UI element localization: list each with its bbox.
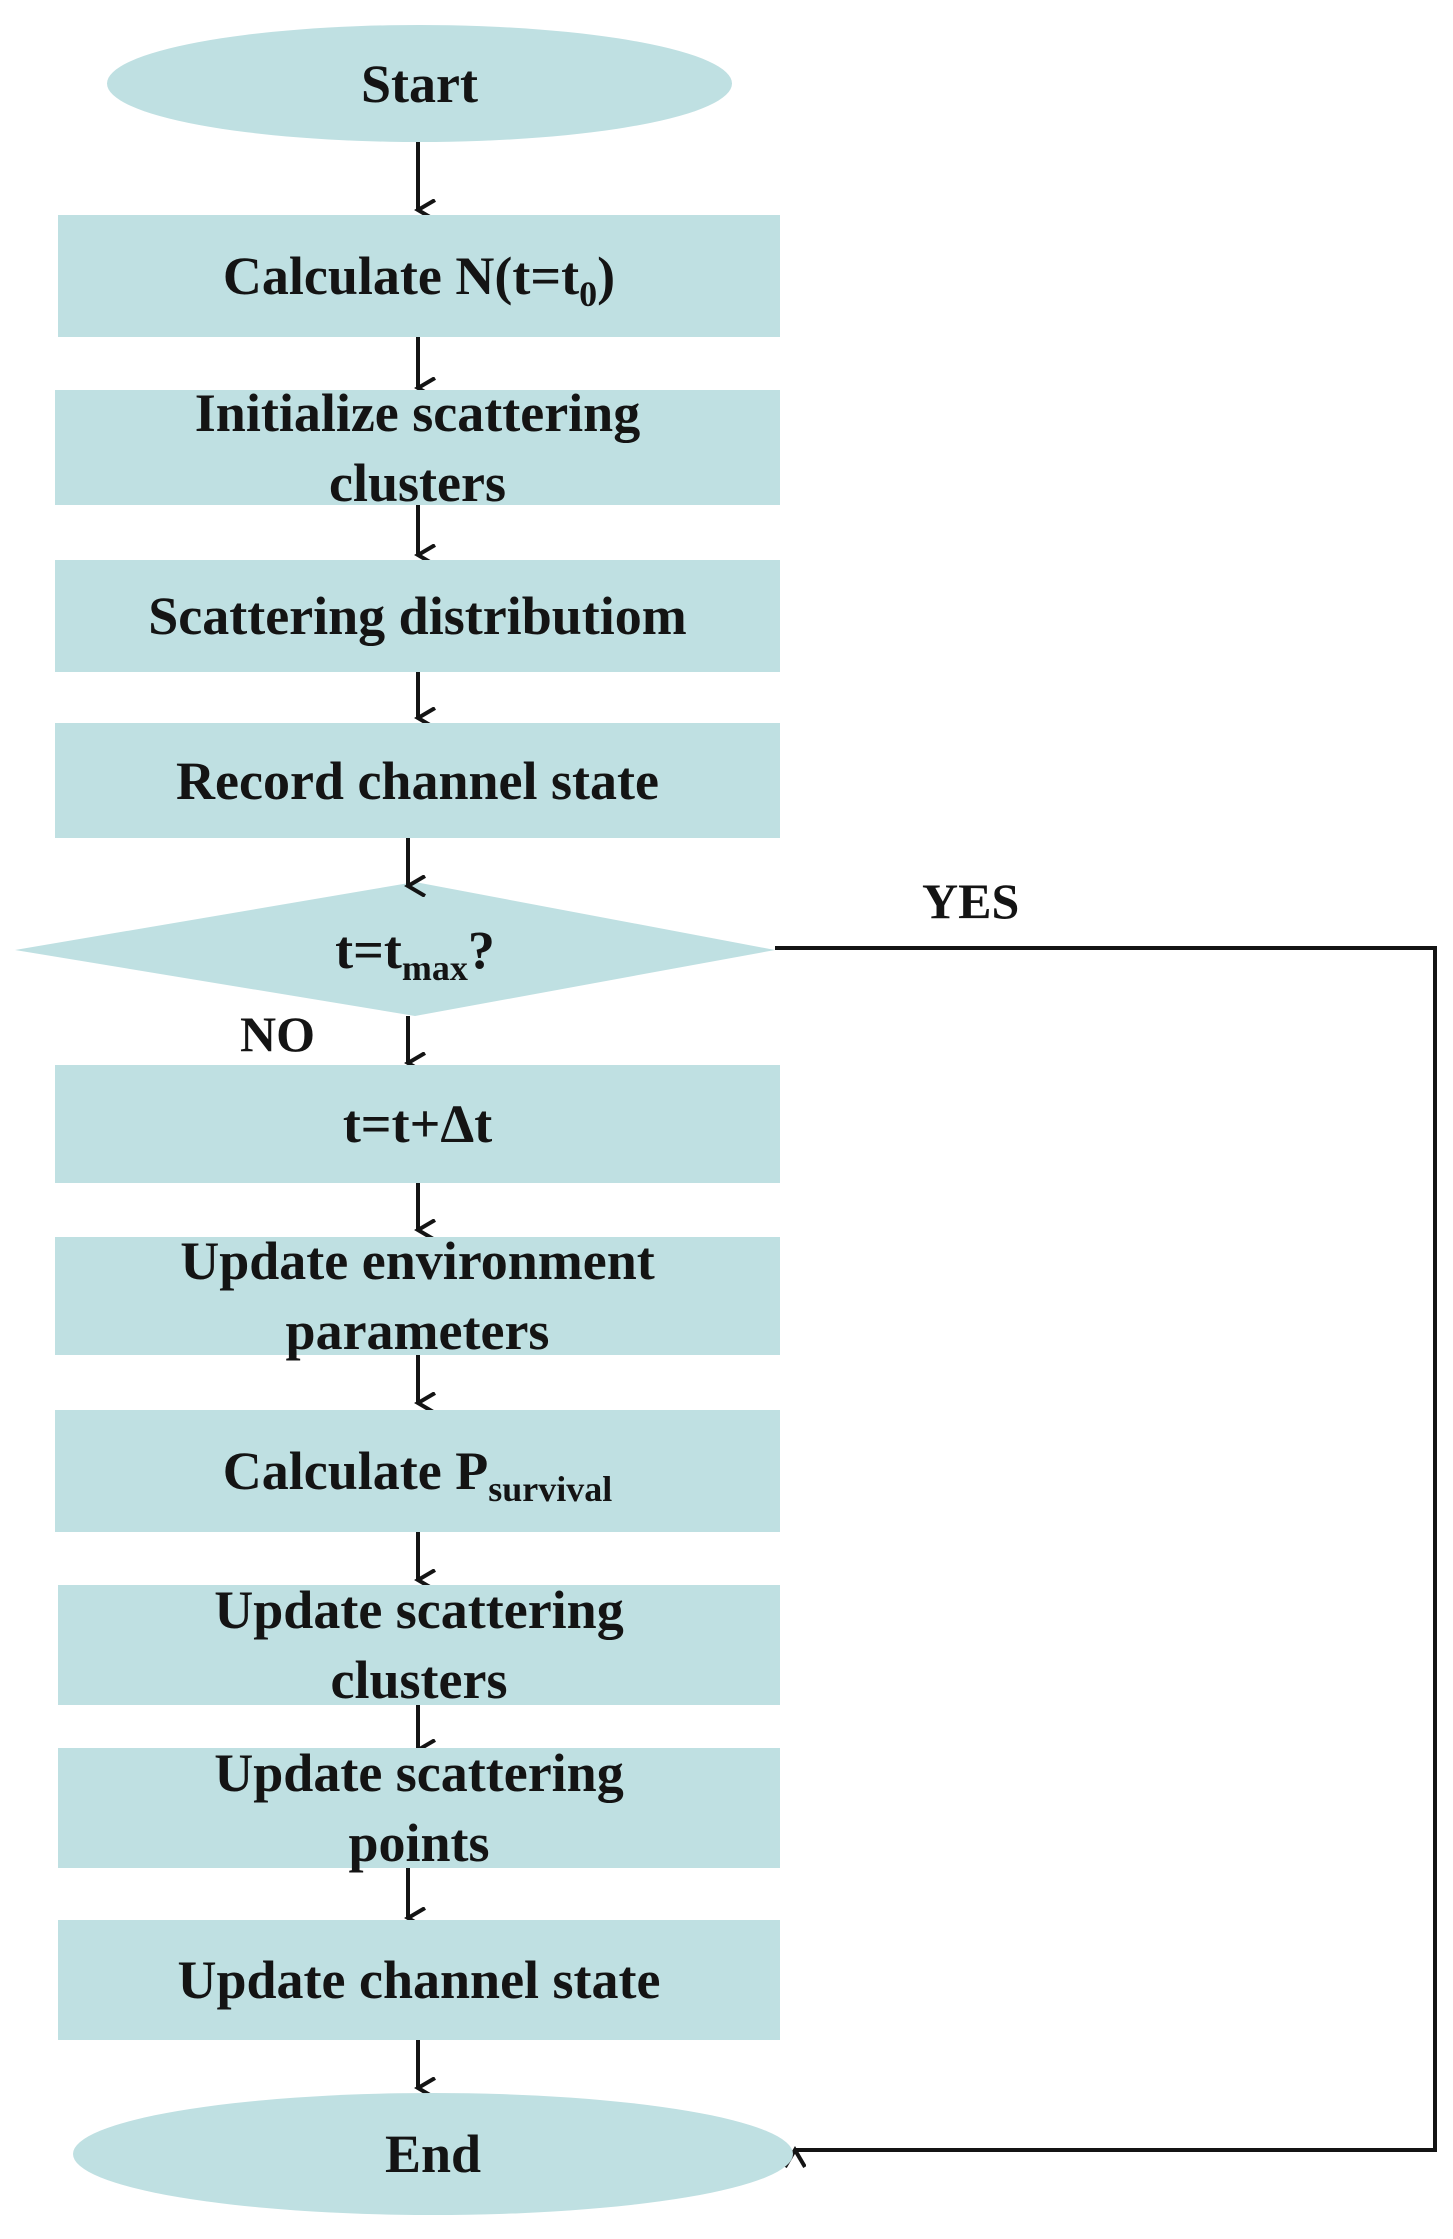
calculate-n-label: Calculate N(t=t0): [222, 246, 616, 314]
calculate-p-survival-node: Calculate Psurvival: [55, 1410, 780, 1532]
yes-edge-label: YES: [922, 873, 1020, 929]
calculate-n-node: Calculate N(t=t0): [58, 215, 780, 337]
update-scattering-points-node: Update scattering points: [58, 1743, 780, 1873]
calculate-p-survival-label: Calculate Psurvival: [222, 1441, 613, 1509]
decision-label: t=tmax?: [335, 920, 495, 988]
scattering-distribution-label: Scattering distributiom: [148, 586, 687, 646]
yes-loop-connector: [775, 946, 1437, 2150]
record-channel-state-node: Record channel state: [55, 723, 780, 838]
initialize-clusters-label: Initialize scattering clusters: [194, 382, 641, 513]
update-environment-label: Update environment parameters: [180, 1231, 655, 1361]
start-node: Start: [107, 25, 732, 142]
scattering-distribution-node: Scattering distributiom: [55, 560, 780, 672]
start-label: Start: [361, 53, 478, 114]
increment-time-label: t=t+Δt: [342, 1094, 493, 1154]
record-channel-state-label: Record channel state: [176, 750, 659, 811]
initialize-clusters-node: Initialize scattering clusters: [55, 383, 780, 513]
update-scattering-clusters-label: Update scattering clusters: [214, 1580, 624, 1710]
update-channel-state-node: Update channel state: [58, 1920, 780, 2040]
update-channel-state-label: Update channel state: [177, 1950, 661, 2010]
update-scattering-points-label: Update scattering points: [214, 1743, 624, 1873]
update-environment-node: Update environment parameters: [55, 1231, 780, 1361]
no-edge-label: NO: [240, 1006, 315, 1062]
end-node: End: [73, 2093, 793, 2215]
increment-time-node: t=t+Δt: [55, 1065, 780, 1183]
decision-diamond-shape: [15, 882, 775, 1016]
end-label: End: [384, 2124, 482, 2184]
decision-node: t=tmax?: [215, 905, 615, 995]
update-scattering-clusters-node: Update scattering clusters: [58, 1580, 780, 1710]
